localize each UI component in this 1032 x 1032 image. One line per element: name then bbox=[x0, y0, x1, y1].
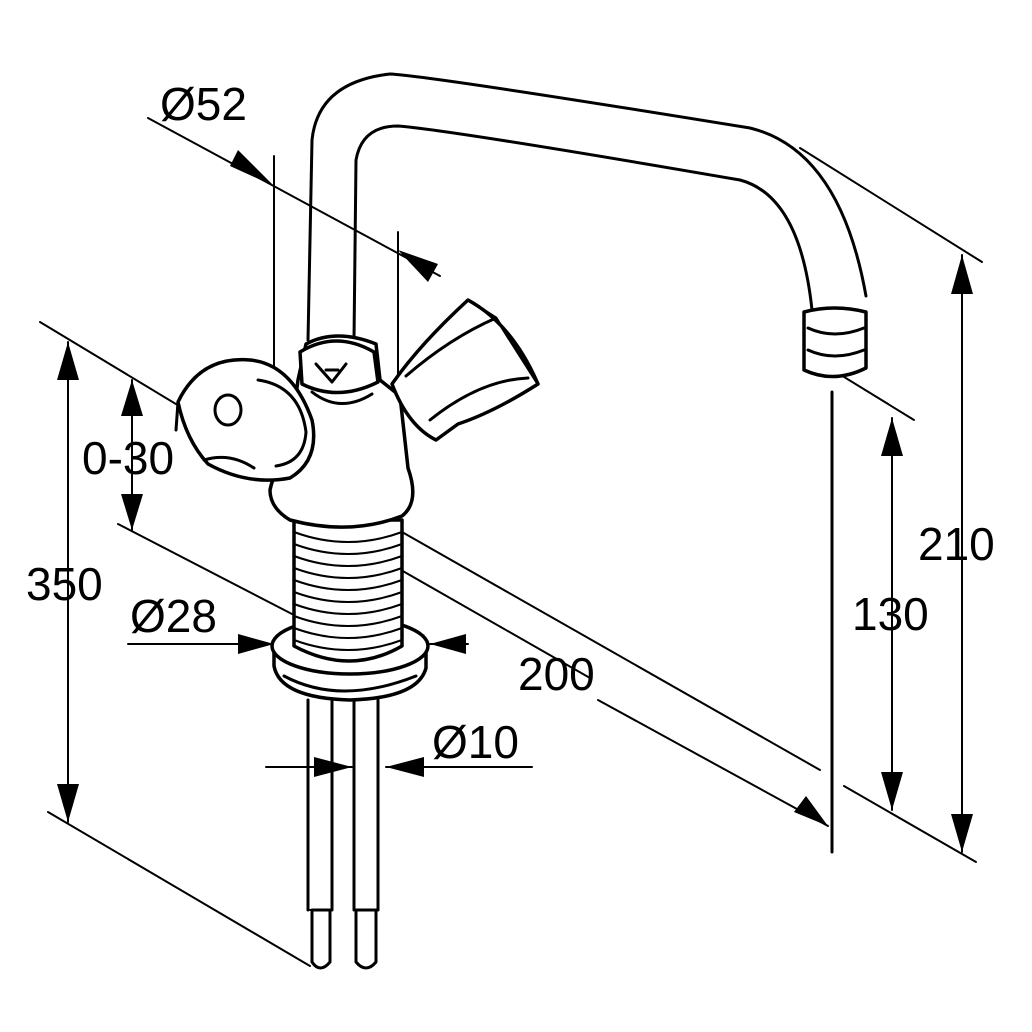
label-spout-height: 210 bbox=[918, 518, 995, 570]
supply-pipes bbox=[306, 698, 380, 970]
label-outlet-height: 130 bbox=[852, 588, 929, 640]
label-pipe-diameter: Ø10 bbox=[432, 716, 519, 768]
dimension-labels: Ø52 0-30 350 Ø28 200 Ø10 130 210 bbox=[26, 78, 995, 768]
threaded-shank bbox=[292, 518, 404, 663]
spout-tube bbox=[306, 72, 868, 379]
label-spout-reach: 200 bbox=[518, 648, 595, 700]
valve-body bbox=[268, 334, 415, 529]
label-spout-diameter: Ø52 bbox=[160, 78, 247, 130]
label-shank-diameter: Ø28 bbox=[130, 590, 217, 642]
label-swivel-range: 0-30 bbox=[82, 432, 174, 484]
left-lever-handle bbox=[174, 357, 316, 482]
right-lever-handle bbox=[390, 298, 540, 442]
dimension-lines bbox=[39, 117, 983, 967]
label-total-height: 350 bbox=[26, 558, 103, 610]
